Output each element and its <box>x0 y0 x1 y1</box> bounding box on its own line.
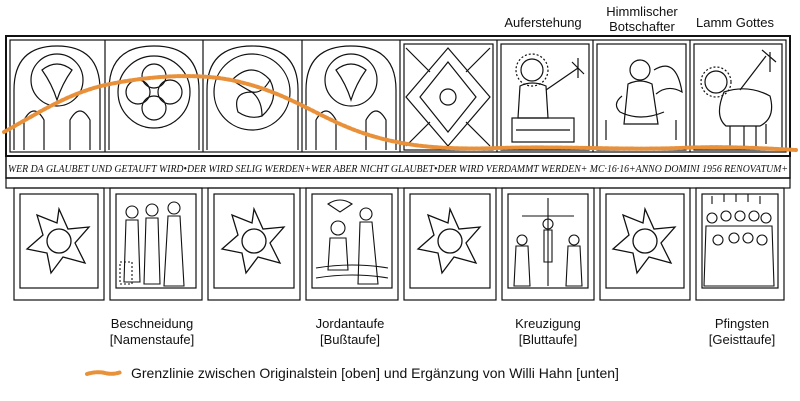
boundary-line <box>2 74 798 152</box>
tracery-panel-2 <box>108 45 200 150</box>
jordan-baptism-scene <box>315 199 389 285</box>
label-line1: Jordantaufe <box>315 316 385 331</box>
label-line1: Beschneidung <box>110 316 194 331</box>
knot-ornament-4 <box>611 206 677 275</box>
label-beschneidung: Beschneidung [Namenstaufe] <box>100 316 204 348</box>
tracery-panel-1 <box>13 45 101 150</box>
upper-panel-dividers <box>104 40 691 152</box>
label-pfingsten: Pfingsten [Geisttaufe] <box>690 316 794 348</box>
tracery-panel-3 <box>206 45 299 150</box>
inscription-text: WER DA GLAUBET UND GETAUFT WIRD•DER WIRD… <box>8 164 788 175</box>
label-line1: Pfingsten <box>714 316 770 331</box>
label-line2: [Namenstaufe] <box>109 332 195 347</box>
legend-line-swatch <box>85 370 123 376</box>
label-line2: [Bußtaufe] <box>320 332 380 347</box>
label-himmlischer-botschafter: Himmlischer Botschafter <box>592 4 692 34</box>
label-line2: [Geisttaufe] <box>708 332 776 347</box>
lamb-of-god-relief <box>693 43 783 151</box>
circumcision-scene <box>119 201 185 287</box>
crucifixion-scene <box>513 198 583 287</box>
label-kreuzigung: Kreuzigung [Bluttaufe] <box>496 316 600 348</box>
angel-relief <box>596 43 687 151</box>
knot-ornament-1 <box>25 206 91 275</box>
knot-ornament-2 <box>220 206 286 275</box>
tracery-panel-5 <box>403 43 494 151</box>
label-auferstehung: Auferstehung <box>504 15 582 30</box>
resurrection-relief <box>500 43 590 151</box>
knot-ornament-3 <box>416 206 482 275</box>
legend: Grenzlinie zwischen Originalstein [oben]… <box>85 363 619 383</box>
label-lamm-gottes: Lamm Gottes <box>695 15 775 30</box>
legend-text: Grenzlinie zwischen Originalstein [oben]… <box>131 365 619 381</box>
label-jordantaufe: Jordantaufe [Bußtaufe] <box>298 316 402 348</box>
label-botschafter: Botschafter <box>609 19 675 34</box>
label-line2: [Bluttaufe] <box>518 332 578 347</box>
baptismal-font-frieze-drawing: WER DA GLAUBET UND GETAUFT WIRD•DER WIRD… <box>2 35 798 301</box>
tracery-panel-4 <box>305 45 397 150</box>
lower-panels <box>5 177 791 301</box>
label-line1: Kreuzigung <box>515 316 581 331</box>
label-himmlischer: Himmlischer <box>606 4 678 19</box>
pentecost-scene <box>703 194 775 287</box>
